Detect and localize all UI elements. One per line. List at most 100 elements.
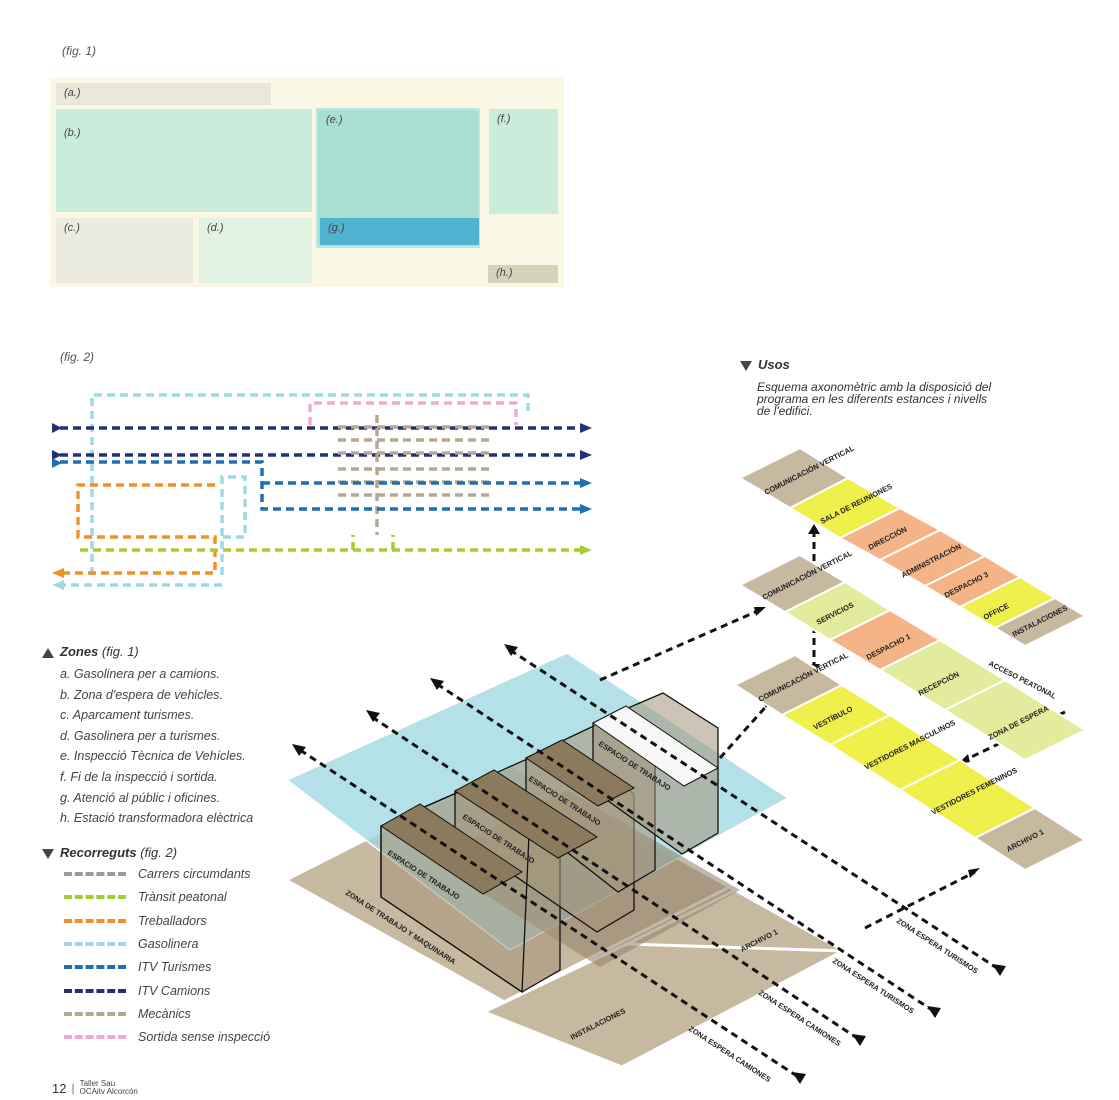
footer-divider: | xyxy=(71,1081,75,1095)
route-peatonal-access xyxy=(351,535,395,550)
recorreguts-item-label: Trànsit peatonal xyxy=(138,890,227,904)
usos-description-line: de l'edifici. xyxy=(757,404,813,418)
level2-zona-espera xyxy=(942,678,1088,762)
zones-ref-text: (fig. 1) xyxy=(101,644,139,659)
axonometric-diagram: COMUNICACIÓN VERTICAL SALA DE REUNIONES … xyxy=(284,443,1088,1084)
recorreguts-item-label: Gasolinera xyxy=(138,937,199,951)
arrow-itv-turismes-start xyxy=(52,458,62,468)
zones-legend-title: Zones (fig. 1) xyxy=(42,644,139,659)
zones-item: f. Fi de la inspecció i sortida. xyxy=(60,769,218,784)
arrow-path xyxy=(599,608,761,682)
arrow-itv-camions-1-end xyxy=(580,423,592,433)
legend-line-swatch xyxy=(64,872,126,876)
zones-title-text: Zones xyxy=(60,644,99,659)
arrowhead xyxy=(852,1034,866,1046)
zones-item: d. Gasolinera per a turismes. xyxy=(60,728,221,743)
arrow-path xyxy=(436,682,936,1014)
recorreguts-item: Mecànics xyxy=(64,1004,191,1024)
page-number: 12 xyxy=(52,1080,67,1096)
level-1 xyxy=(732,653,1088,872)
arrowhead xyxy=(808,524,820,534)
route-itv-turismes-1 xyxy=(60,460,580,511)
level1-archivo xyxy=(972,806,1088,872)
zone-d-label: (d.) xyxy=(207,222,224,234)
legend-line-swatch xyxy=(64,965,126,969)
zones-legend-list: a. Gasolinera per a camions. b. Zona d'e… xyxy=(60,664,253,829)
fig1-label: (fig. 1) xyxy=(62,44,97,58)
arrow-itv-turismes-1-end xyxy=(580,504,592,514)
recorreguts-title-text: Recorreguts xyxy=(60,845,137,860)
level-3 xyxy=(737,446,1088,648)
recorreguts-item-label: Carrers circumdants xyxy=(138,867,251,881)
footer-line2: OCAitv Alcorcón xyxy=(79,1087,138,1096)
arrow-path xyxy=(864,870,976,930)
arrow-path xyxy=(299,748,801,1080)
usos-description-line: Esquema axonomètric amb la disposició de… xyxy=(757,380,992,394)
usos-description: Esquema axonomètric amb la disposició de… xyxy=(757,381,1027,417)
arrow-gasolinera-end xyxy=(52,580,64,590)
recorreguts-item: Trànsit peatonal xyxy=(64,887,227,907)
recorreguts-item: ITV Camions xyxy=(64,981,210,1001)
zone-b: (b.) xyxy=(56,109,312,212)
label-zona-espera-turismos: ZONA ESPERA TURISMOS xyxy=(831,956,916,1015)
label-zona-espera-turismos: ZONA ESPERA TURISMOS xyxy=(895,916,980,975)
zone-a: (a.) xyxy=(56,83,271,105)
workspace-top xyxy=(454,769,598,859)
arrowheads xyxy=(52,423,592,590)
arrowhead xyxy=(927,1006,941,1018)
arrowhead xyxy=(992,964,1006,976)
zones-item: b. Zona d'espera de vehicles. xyxy=(60,687,223,702)
recorreguts-ref-text: (fig. 2) xyxy=(140,845,178,860)
zone-h: (h.) xyxy=(488,265,558,283)
label-zona-espera-camiones: ZONA ESPERA CAMIONES xyxy=(687,1024,773,1084)
recorreguts-item: Sortida sense inspecció xyxy=(64,1027,270,1047)
route-gasolinera-top xyxy=(90,393,530,575)
arrow-itv-turismes-2-end xyxy=(580,478,592,488)
arrow-itv-camions-1-start xyxy=(52,423,62,433)
arrow-path xyxy=(509,648,1001,972)
triangle-down-icon xyxy=(740,360,752,371)
recorreguts-legend-title: Recorreguts (fig. 2) xyxy=(42,845,177,860)
legend-line-swatch xyxy=(64,1012,126,1016)
route-sortida xyxy=(308,401,518,425)
level3-instalaciones xyxy=(992,596,1088,648)
arrowhead xyxy=(792,1072,806,1084)
arrow-path xyxy=(718,701,772,759)
legend-line-swatch xyxy=(64,919,126,923)
arrowhead xyxy=(292,744,306,756)
usos-title: Usos xyxy=(740,357,790,372)
zone-g-label: (g.) xyxy=(328,222,345,234)
recorreguts-item: Treballadors xyxy=(64,911,207,931)
footer-credit: Taller Sau OCAitv Alcorcón xyxy=(80,1080,138,1096)
triangle-up-icon xyxy=(42,647,54,658)
arrowhead xyxy=(504,644,518,656)
footer-line1: Taller Sau xyxy=(79,1079,116,1088)
recorreguts-item: Carrers circumdants xyxy=(64,864,251,884)
legend-line-swatch xyxy=(64,1035,126,1039)
zones-item: g. Atenció al públic i oficines. xyxy=(60,790,221,805)
circulation-arrows xyxy=(299,530,1066,1080)
triangle-down-icon xyxy=(42,848,54,859)
arrowhead xyxy=(968,868,980,878)
zone-g: (g.) xyxy=(320,218,479,245)
zones-item: a. Gasolinera per a camions. xyxy=(60,667,220,681)
zone-a-label: (a.) xyxy=(64,87,81,99)
recorreguts-item-label: Treballadors xyxy=(138,914,207,928)
zones-item: e. Inspecció Tècnica de Vehícles. xyxy=(60,749,246,764)
recorreguts-item: Gasolinera xyxy=(64,934,198,954)
route-gasolinera-mid xyxy=(220,475,247,575)
recorreguts-item-label: ITV Turismes xyxy=(138,960,212,974)
legend-line-swatch xyxy=(64,989,126,993)
usos-description-line: programa en les diferents estances i niv… xyxy=(757,392,988,406)
zone-c-label: (c.) xyxy=(64,222,80,234)
zone-f: (f.) xyxy=(489,109,558,214)
fig2-label: (fig. 2) xyxy=(60,350,95,364)
fig1-plan: (a.) (b.) (e.) (g.) (f.) (c.) (d.) (h.) xyxy=(50,78,564,287)
label-zona-espera-camiones: ZONA ESPERA CAMIONES xyxy=(757,988,843,1048)
legend-line-swatch xyxy=(64,942,126,946)
arrowhead xyxy=(366,710,380,722)
arrow-itv-camions-2-start xyxy=(52,450,62,460)
zone-h-label: (h.) xyxy=(496,267,513,279)
level-2 xyxy=(737,553,1088,762)
recorreguts-item: ITV Turismes xyxy=(64,957,211,977)
